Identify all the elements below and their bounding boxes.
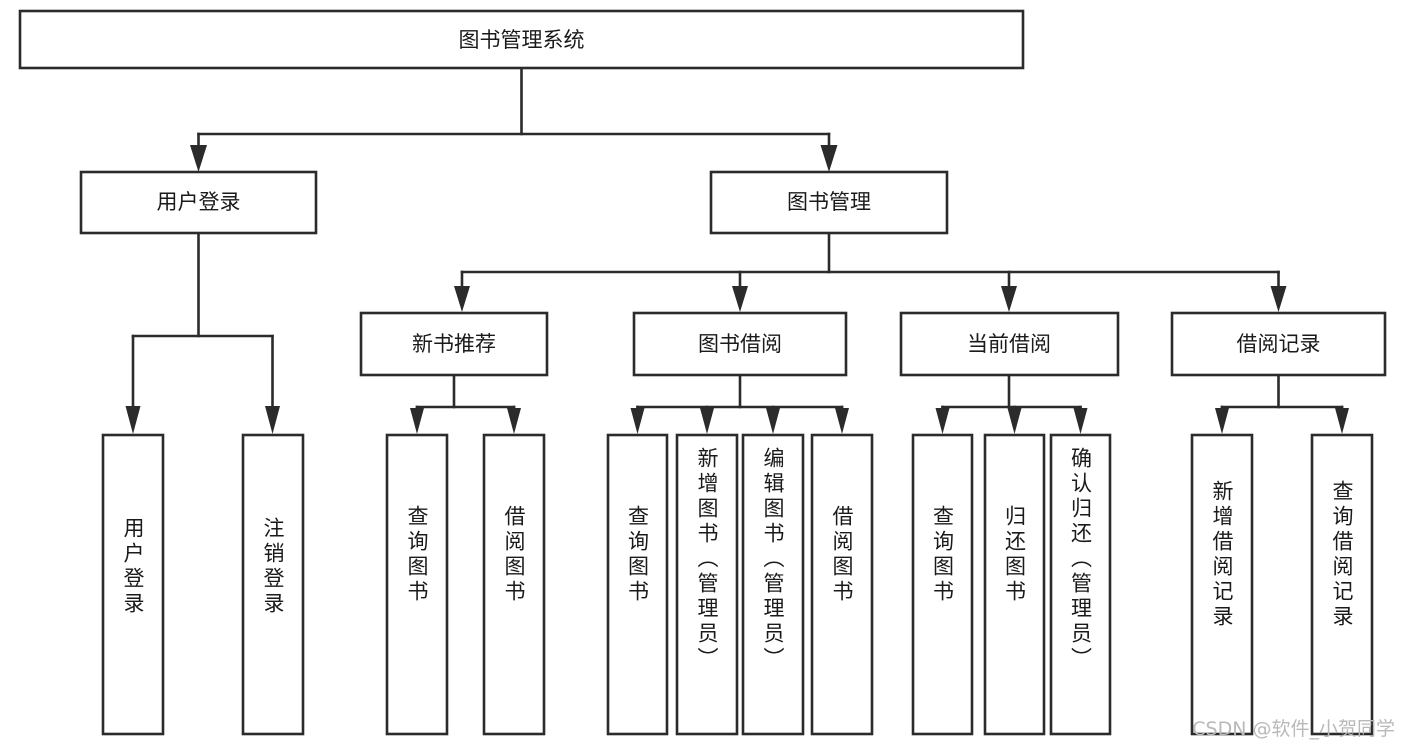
- leaf-edit-book-admin-label: 编辑图书（管理员）: [761, 447, 785, 672]
- arrow-leaf-logout: [265, 406, 280, 434]
- node-new-book-recommend[interactable]: 新书推荐: [359, 311, 549, 377]
- node-user-login[interactable]: 用户登录: [79, 170, 318, 235]
- leaf-query-borrow-record-box[interactable]: [1310, 433, 1374, 736]
- node-new-book-recommend-box[interactable]: [359, 311, 549, 377]
- node-root[interactable]: 图书管理系统: [18, 9, 1025, 70]
- leaf-logout-box[interactable]: [241, 433, 305, 736]
- leaf-query-book-current[interactable]: 查询图书: [911, 433, 974, 736]
- leaf-confirm-return-admin-box[interactable]: [1049, 433, 1112, 736]
- leaf-query-book-current-box[interactable]: [911, 433, 974, 736]
- node-user-login-label: 用户登录: [157, 190, 241, 214]
- leaf-borrow-book-borrow[interactable]: 借阅图书: [810, 433, 874, 736]
- leaf-confirm-return-admin-label: 确认归还（管理员）: [1069, 447, 1093, 672]
- arrow-leaf-edit-book: [766, 408, 780, 434]
- leaf-borrow-book-newbooks-label: 借阅图书: [502, 505, 526, 605]
- leaf-borrow-book-borrow-box[interactable]: [810, 433, 874, 736]
- arrow-leaf-add-record: [1215, 408, 1229, 434]
- arrow-leaf-borrow-book-b: [835, 408, 849, 434]
- node-book-borrow-label: 图书借阅: [698, 332, 782, 356]
- leaf-query-book-borrow-box[interactable]: [606, 433, 669, 736]
- leaf-user-login-label: 用户登录: [121, 517, 145, 617]
- leaf-user-login[interactable]: 用户登录: [101, 433, 165, 736]
- node-book-management-box[interactable]: [709, 170, 949, 235]
- arrow-leaf-query-book-b: [630, 408, 645, 434]
- arrow-leaf-query-record: [1335, 408, 1349, 434]
- node-root-label: 图书管理系统: [459, 28, 585, 52]
- connectors-layer: [125, 66, 1349, 434]
- node-current-borrow-box[interactable]: [899, 311, 1120, 377]
- leaf-confirm-return-admin[interactable]: 确认归还（管理员）: [1049, 433, 1112, 736]
- leaf-edit-book-admin-box[interactable]: [741, 433, 805, 736]
- leaf-borrow-book-newbooks[interactable]: 借阅图书: [482, 433, 546, 736]
- leaf-add-book-admin[interactable]: 新增图书（管理员）: [675, 433, 739, 736]
- leaf-return-book[interactable]: 归还图书: [983, 433, 1046, 736]
- leaf-query-book-borrow[interactable]: 查询图书: [606, 433, 669, 736]
- arrow-leaf-add-book: [700, 408, 714, 434]
- leaf-query-book-newbooks-label: 查询图书: [405, 505, 429, 605]
- node-current-borrow-label: 当前借阅: [967, 332, 1051, 356]
- leaf-query-book-borrow-label: 查询图书: [626, 505, 650, 605]
- leaf-borrow-book-borrow-label: 借阅图书: [830, 505, 854, 605]
- node-borrow-records[interactable]: 借阅记录: [1170, 311, 1387, 377]
- arrow-leaf-user-login: [125, 406, 141, 434]
- node-root-box[interactable]: [18, 9, 1025, 70]
- node-new-book-recommend-label: 新书推荐: [412, 332, 496, 356]
- arrow-to-user-login: [190, 145, 207, 172]
- leaf-add-borrow-record[interactable]: 新增借阅记录: [1190, 433, 1254, 736]
- node-current-borrow[interactable]: 当前借阅: [899, 311, 1120, 377]
- leaf-borrow-book-newbooks-box[interactable]: [482, 433, 546, 736]
- leaf-query-borrow-record[interactable]: 查询借阅记录: [1310, 433, 1374, 736]
- arrow-leaf-query-book-a: [410, 408, 424, 434]
- arrow-to-book-mgmt: [820, 145, 838, 172]
- leaf-query-book-newbooks-box[interactable]: [385, 433, 449, 736]
- leaf-logout[interactable]: 注销登录: [241, 433, 305, 736]
- arrow-to-borrow: [732, 286, 748, 312]
- leaf-query-book-current-label: 查询图书: [931, 505, 955, 605]
- node-user-login-box[interactable]: [79, 170, 318, 235]
- leaf-add-borrow-record-label: 新增借阅记录: [1210, 480, 1234, 630]
- leaf-query-book-newbooks[interactable]: 查询图书: [385, 433, 449, 736]
- arrow-to-records: [1270, 286, 1287, 312]
- leaf-add-borrow-record-box[interactable]: [1190, 433, 1254, 736]
- leaf-return-book-box[interactable]: [983, 433, 1046, 736]
- arrow-leaf-confirm-return: [1073, 408, 1088, 434]
- node-book-management[interactable]: 图书管理: [709, 170, 949, 235]
- leaf-logout-label: 注销登录: [261, 517, 285, 617]
- node-borrow-records-box[interactable]: [1170, 311, 1387, 377]
- arrow-leaf-return-book: [1007, 408, 1022, 434]
- leaf-return-book-label: 归还图书: [1003, 505, 1027, 605]
- arrow-to-current: [1001, 286, 1017, 312]
- leaf-query-borrow-record-label: 查询借阅记录: [1330, 480, 1354, 630]
- leaf-add-book-admin-box[interactable]: [675, 433, 739, 736]
- arrow-to-newbooks: [454, 286, 470, 312]
- node-book-borrow-box[interactable]: [632, 311, 848, 377]
- leaf-add-book-admin-label: 新增图书（管理员）: [695, 447, 719, 672]
- arrow-leaf-query-book-c: [935, 408, 950, 434]
- node-book-management-label: 图书管理: [787, 190, 871, 214]
- node-borrow-records-label: 借阅记录: [1237, 332, 1321, 356]
- leaf-user-login-box[interactable]: [101, 433, 165, 736]
- arrow-leaf-borrow-book-a: [507, 408, 521, 434]
- leaf-edit-book-admin[interactable]: 编辑图书（管理员）: [741, 433, 805, 736]
- node-book-borrow[interactable]: 图书借阅: [632, 311, 848, 377]
